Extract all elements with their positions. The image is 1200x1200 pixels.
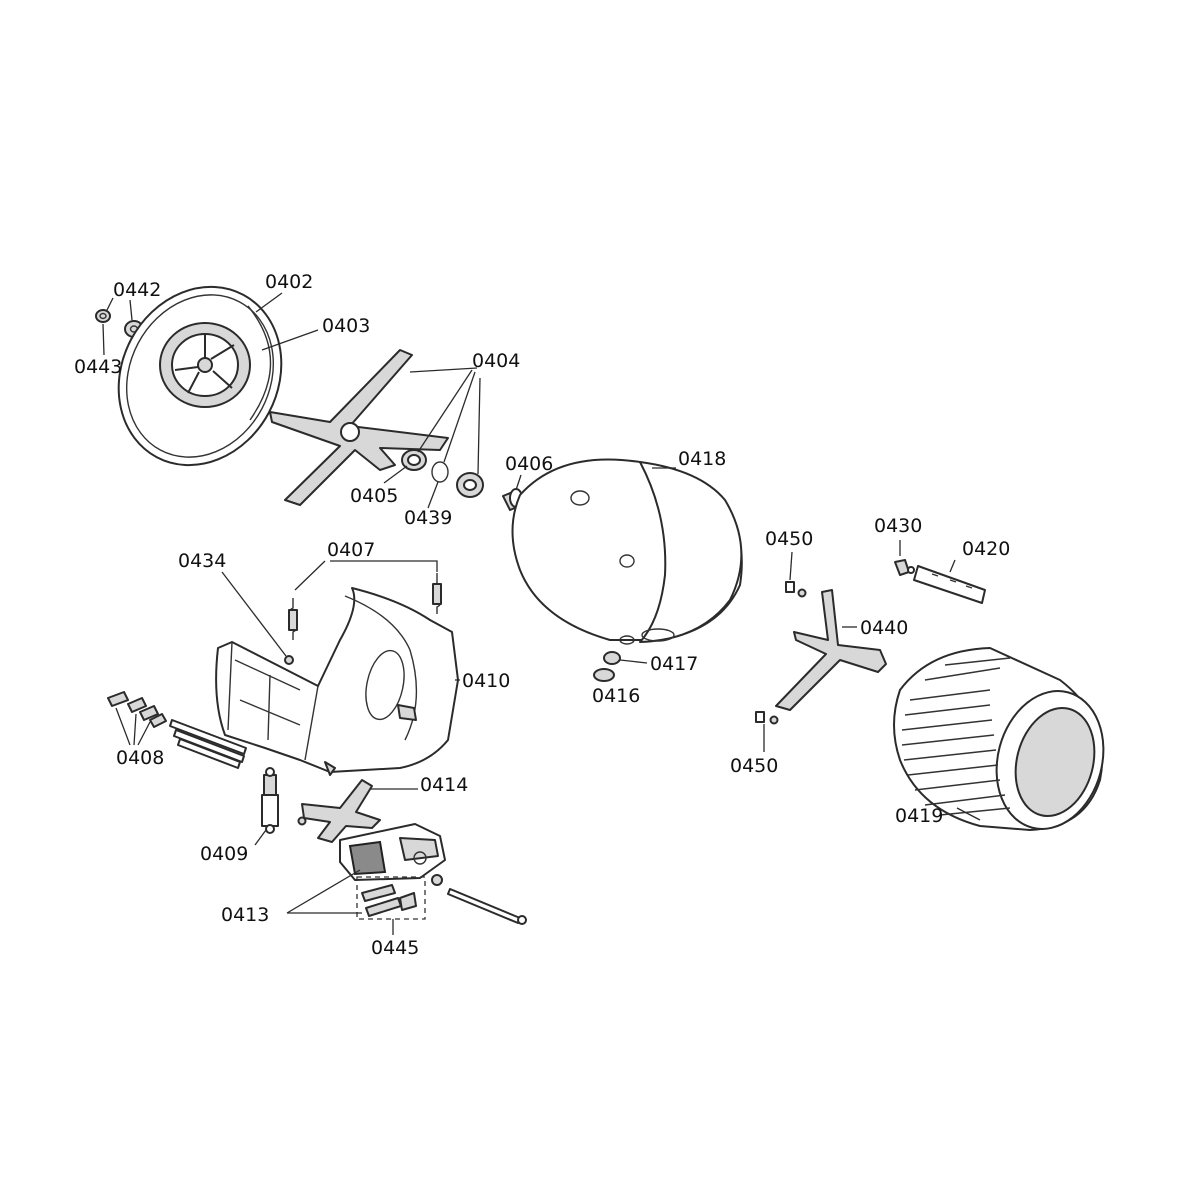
leader-lines	[102, 292, 981, 935]
part-0419-inner-drum	[893, 647, 1105, 831]
part-0430-bolt	[894, 559, 915, 576]
part-0409-shock-absorber	[261, 767, 279, 834]
part-0416-plug	[593, 668, 615, 682]
label-0439: 0439	[404, 507, 452, 529]
label-0416: 0416	[592, 685, 640, 707]
label-0407: 0407	[327, 539, 375, 561]
part-0413-motor	[339, 823, 446, 881]
part-0404-seal	[456, 472, 484, 498]
part-0450-screw-lower	[755, 711, 779, 725]
part-0407-spring-right	[432, 573, 442, 614]
part-0434-nut	[284, 655, 294, 665]
part-0404-drum-cross	[269, 349, 449, 506]
part-0445-brushes	[356, 876, 426, 920]
label-0404: 0404	[472, 350, 520, 372]
part-0407-spring-left	[288, 598, 298, 640]
label-0420: 0420	[962, 538, 1010, 560]
label-0418: 0418	[678, 448, 726, 470]
part-0405-bearing	[401, 449, 427, 471]
label-0442: 0442	[113, 279, 161, 301]
label-0413: 0413	[221, 904, 269, 926]
label-0409: 0409	[200, 843, 248, 865]
part-0439-circlip	[431, 461, 449, 483]
label-0414: 0414	[420, 774, 468, 796]
label-0402: 0402	[265, 271, 313, 293]
label-0440: 0440	[860, 617, 908, 639]
label-0403: 0403	[322, 315, 370, 337]
label-0430: 0430	[874, 515, 922, 537]
label-0410: 0410	[462, 670, 510, 692]
label-0406: 0406	[505, 453, 553, 475]
label-0443: 0443	[74, 356, 122, 378]
part-0414-motor-bracket	[297, 779, 381, 843]
label-0405: 0405	[350, 485, 398, 507]
part-0403-belt	[247, 305, 272, 421]
label-0450-lower: 0450	[730, 755, 778, 777]
label-0450-upper: 0450	[765, 528, 813, 550]
part-0443-nut	[95, 309, 111, 323]
part-0410-front-tub	[215, 587, 459, 776]
label-0417: 0417	[650, 653, 698, 675]
part-motor-bolt	[431, 874, 527, 925]
part-0450-screw-upper	[785, 581, 807, 598]
part-0402-pulley	[117, 285, 283, 467]
part-0408-bolts	[107, 691, 247, 769]
label-0408: 0408	[116, 747, 164, 769]
part-0418-rear-tub	[511, 458, 743, 645]
label-0445: 0445	[371, 937, 419, 959]
part-0420-paddle	[913, 565, 986, 604]
part-0417-plug	[603, 651, 621, 665]
part-0440-front-cross	[775, 589, 887, 711]
label-0434: 0434	[178, 550, 226, 572]
label-0419: 0419	[895, 805, 943, 827]
